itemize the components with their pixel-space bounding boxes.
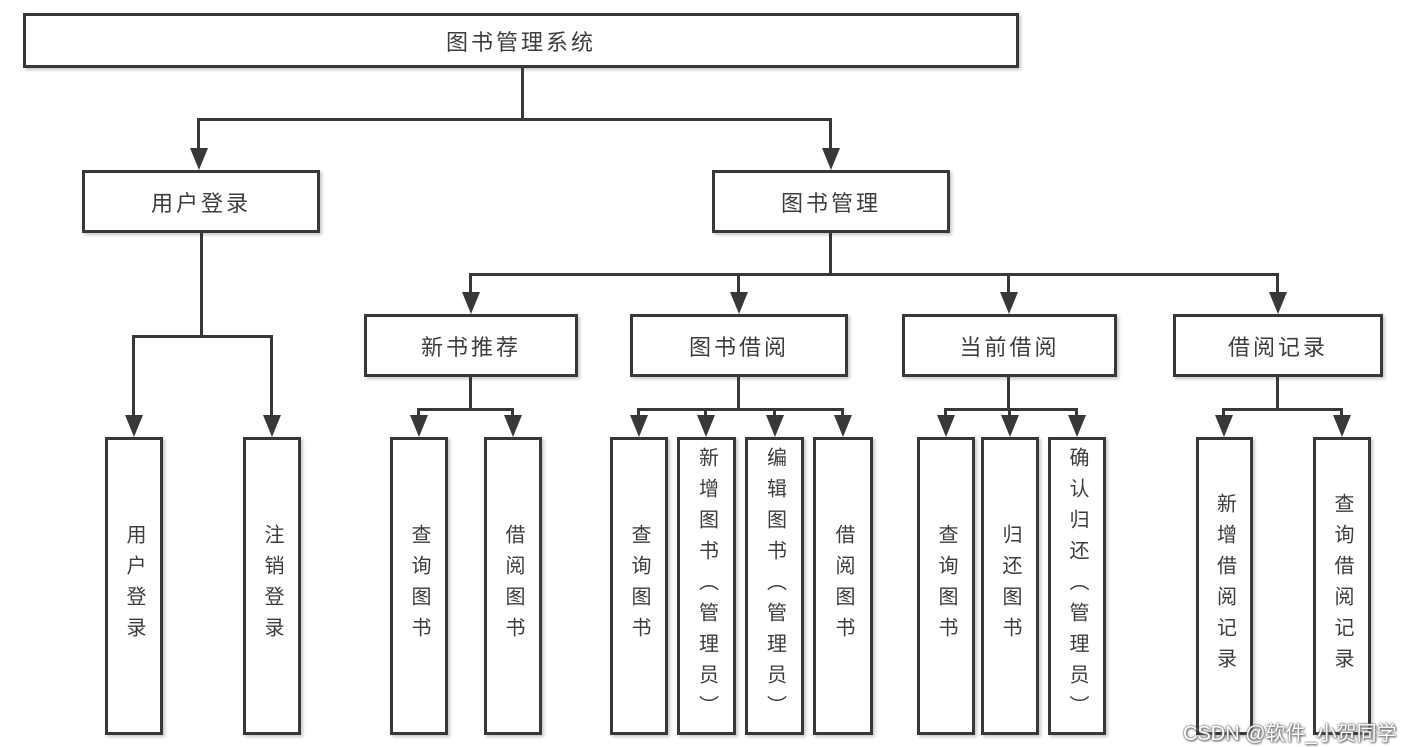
arrow-down-icon xyxy=(410,415,428,437)
arrow-down-icon xyxy=(1269,292,1287,314)
leaf-query-borrow-record-label: 查询借阅记录 xyxy=(1331,493,1353,679)
node-library-system: 图书管理系统 xyxy=(23,13,1019,68)
connector-line xyxy=(132,335,135,419)
arrow-down-icon xyxy=(766,415,784,437)
leaf-query-borrow-record: 查询借阅记录 xyxy=(1313,437,1371,735)
connector-line xyxy=(637,408,640,418)
arrow-down-icon xyxy=(1068,415,1086,437)
node-borrow-records: 借阅记录 xyxy=(1173,314,1383,377)
node-borrow-records-label: 借阅记录 xyxy=(1227,334,1328,360)
connector-line xyxy=(841,408,844,418)
connector-line xyxy=(637,408,843,411)
arrow-down-icon xyxy=(1000,292,1018,314)
arrow-down-icon xyxy=(834,415,852,437)
node-user-login: 用户登录 xyxy=(82,170,320,233)
leaf-edit-book-admin: 编辑图书（管理员） xyxy=(745,437,804,735)
connector-line xyxy=(469,273,1279,276)
node-book-management-label: 图书管理 xyxy=(780,190,881,216)
node-library-system-label: 图书管理系统 xyxy=(445,29,596,55)
leaf-edit-book-admin-label: 编辑图书（管理员） xyxy=(763,446,786,726)
arrow-down-icon xyxy=(1215,415,1233,437)
leaf-confirm-return-admin: 确认归还（管理员） xyxy=(1048,437,1106,735)
connector-line xyxy=(132,335,273,338)
leaf-return-books-label: 归还图书 xyxy=(999,524,1021,648)
connector-line xyxy=(417,408,513,411)
arrow-down-icon xyxy=(263,415,281,437)
leaf-user-login-label: 用户登录 xyxy=(123,524,145,648)
node-book-management: 图书管理 xyxy=(712,170,950,233)
node-book-borrow: 图书借阅 xyxy=(630,314,848,377)
connector-line xyxy=(737,377,740,411)
leaf-logout-label: 注销登录 xyxy=(261,524,283,648)
leaf-borrow-books-recommend: 借阅图书 xyxy=(484,437,542,735)
connector-line xyxy=(1007,273,1010,295)
node-new-book-recommend: 新书推荐 xyxy=(364,314,578,377)
connector-line xyxy=(270,335,273,419)
connector-line xyxy=(511,408,514,418)
connector-line xyxy=(197,118,832,121)
leaf-logout: 注销登录 xyxy=(243,437,301,735)
arrow-down-icon xyxy=(190,148,208,170)
connector-line xyxy=(1276,273,1279,295)
leaf-query-books-borrow: 查询图书 xyxy=(610,437,668,735)
leaf-borrow-books-label: 借阅图书 xyxy=(832,524,854,648)
leaf-add-borrow-record: 新增借阅记录 xyxy=(1196,437,1253,735)
leaf-return-books: 归还图书 xyxy=(981,437,1039,735)
leaf-query-books-current: 查询图书 xyxy=(917,437,975,735)
csdn-watermark: CSDN @软件_小贺同学 xyxy=(1183,723,1397,745)
arrow-down-icon xyxy=(822,148,840,170)
connector-line xyxy=(521,68,524,118)
arrow-down-icon xyxy=(462,292,480,314)
node-new-book-recommend-label: 新书推荐 xyxy=(420,334,521,360)
leaf-confirm-return-admin-label: 确认归还（管理员） xyxy=(1066,446,1088,726)
connector-line xyxy=(1222,408,1225,418)
connector-line xyxy=(829,118,832,150)
connector-line xyxy=(200,233,203,337)
connector-line xyxy=(197,118,200,150)
leaf-add-book-admin-label: 新增图书（管理员） xyxy=(695,446,718,726)
connector-line xyxy=(737,273,740,295)
leaf-add-borrow-record-label: 新增借阅记录 xyxy=(1213,493,1236,679)
connector-line xyxy=(773,408,776,418)
connector-line xyxy=(1276,377,1279,411)
node-book-borrow-label: 图书借阅 xyxy=(688,334,789,360)
node-current-borrow: 当前借阅 xyxy=(902,314,1117,377)
leaf-query-books-recommend-label: 查询图书 xyxy=(408,524,430,648)
connector-line xyxy=(1222,408,1342,411)
arrow-down-icon xyxy=(125,415,143,437)
leaf-user-login: 用户登录 xyxy=(105,437,163,735)
arrow-down-icon xyxy=(504,415,522,437)
leaf-query-books-recommend: 查询图书 xyxy=(390,437,448,735)
arrow-down-icon xyxy=(630,415,648,437)
connector-line xyxy=(829,233,832,276)
arrow-down-icon xyxy=(1333,415,1351,437)
connector-line xyxy=(944,408,947,418)
node-current-borrow-label: 当前借阅 xyxy=(959,334,1060,360)
arrow-down-icon xyxy=(1001,415,1019,437)
arrow-down-icon xyxy=(937,415,955,437)
leaf-borrow-books: 借阅图书 xyxy=(813,437,873,735)
connector-line xyxy=(469,273,472,295)
connector-line xyxy=(1075,408,1078,418)
connector-line xyxy=(1340,408,1343,418)
leaf-borrow-books-recommend-label: 借阅图书 xyxy=(502,524,524,648)
connector-line xyxy=(1007,377,1010,411)
connector-line xyxy=(469,377,472,411)
leaf-query-books-borrow-label: 查询图书 xyxy=(628,524,650,648)
connector-line xyxy=(704,408,707,418)
node-user-login-label: 用户登录 xyxy=(150,190,251,216)
leaf-query-books-current-label: 查询图书 xyxy=(935,524,957,648)
arrow-down-icon xyxy=(697,415,715,437)
arrow-down-icon xyxy=(730,292,748,314)
leaf-add-book-admin: 新增图书（管理员） xyxy=(677,437,736,735)
connector-line xyxy=(417,408,420,418)
connector-line xyxy=(1008,408,1011,418)
